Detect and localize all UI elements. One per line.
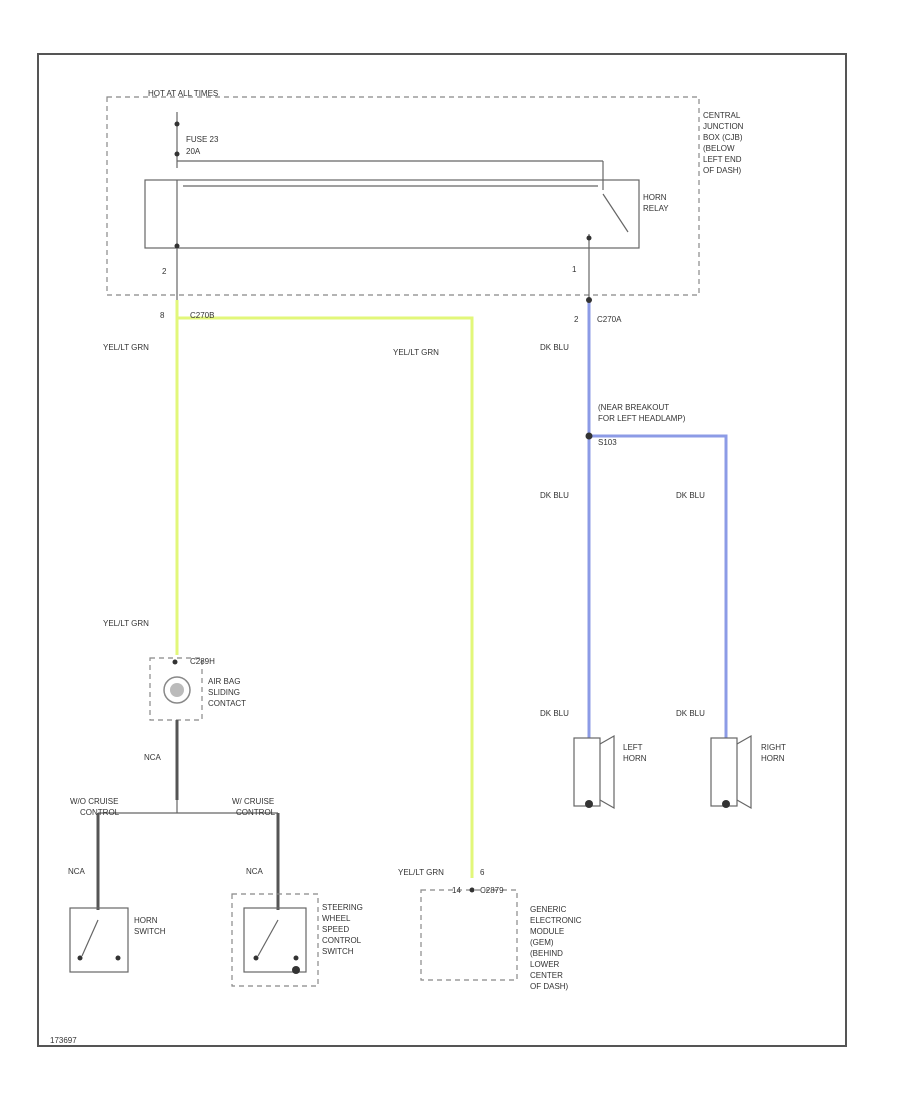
c270a-label: C270A [597, 315, 622, 324]
speed-switch-label-3: SPEED [322, 925, 349, 934]
gem-label-5: (BEHIND [530, 949, 563, 958]
relay-contact-arm [602, 193, 629, 233]
without-cruise-label-2: CONTROL [80, 808, 120, 817]
gem-label-1: GENERIC [530, 905, 567, 914]
wire-label-dk-blu-5: DK BLU [676, 709, 705, 718]
wire-label-yel-lt-grn-2: YEL/LT GRN [393, 348, 439, 357]
horn-switch-label-2: SWITCH [134, 927, 166, 936]
wire-yel-lt-grn-right [177, 316, 474, 878]
air-bag-label-2: SLIDING [208, 688, 240, 697]
wire-label-dk-blu-4: DK BLU [540, 709, 569, 718]
speed-control-switch-inner [243, 907, 307, 973]
left-horn-label-1: LEFT [623, 743, 643, 752]
speed-switch-terminal-left [253, 955, 259, 961]
jb-pin-right: 1 [572, 265, 577, 274]
horn-switch-terminal-right [115, 955, 121, 961]
wire-label-yel-lt-grn-4: YEL/LT GRN [398, 868, 444, 877]
gem-connector-terminal [469, 887, 475, 893]
gem-box [420, 889, 518, 981]
gem-label-3: MODULE [530, 927, 564, 936]
right-horn-label-1: RIGHT [761, 743, 786, 752]
right-horn-ground [722, 800, 730, 808]
horn-relay-box [144, 179, 640, 249]
wire-label-yel-lt-grn-3: YEL/LT GRN [103, 619, 149, 628]
gem-label-6: LOWER [530, 960, 560, 969]
right-horn-bell-icon [736, 734, 752, 810]
junction-box-label-6: OF DASH) [703, 166, 742, 175]
with-cruise-label-1: W/ CRUISE [232, 797, 274, 806]
splice-label-2: FOR LEFT HEADLAMP) [598, 414, 686, 423]
horn-relay-label-1: HORN [643, 193, 667, 202]
wire-label-nca-3: NCA [246, 867, 264, 876]
c270a-pin: 2 [574, 315, 579, 324]
relay-right-terminal [586, 235, 592, 241]
junction-box-label-1: CENTRAL [703, 111, 741, 120]
wire-label-dk-blu-1: DK BLU [540, 343, 569, 352]
junction-box-label-3: BOX (CJB) [703, 133, 743, 142]
jb-pin-left: 2 [162, 267, 167, 276]
gem-label-2: ELECTRONIC [530, 916, 582, 925]
air-bag-contact-inner [170, 683, 184, 697]
figure-id: 173697 [50, 1036, 77, 1045]
left-horn-bell-icon [599, 734, 615, 810]
wire-label-dk-blu-2: DK BLU [540, 491, 569, 500]
fuse-top-terminal [174, 121, 180, 127]
right-horn-body [710, 737, 738, 807]
gem-label-8: OF DASH) [530, 982, 569, 991]
horn-switch-box [69, 907, 129, 973]
central-junction-box [106, 96, 700, 296]
c2899-label: C289H [190, 657, 215, 666]
gem-pin-14: 14 [452, 886, 461, 895]
horn-switch-label-1: HORN [134, 916, 158, 925]
relay-left-terminal [174, 243, 180, 249]
right-horn-label-2: HORN [761, 754, 785, 763]
gem-label-7: CENTER [530, 971, 563, 980]
speed-switch-label-5: SWITCH [322, 947, 354, 956]
air-bag-label-1: AIR BAG [208, 677, 240, 686]
splice-label-1: (NEAR BREAKOUT [598, 403, 669, 412]
c2899-terminal [172, 659, 178, 665]
with-cruise-label-2: CONTROL [236, 808, 276, 817]
air-bag-label-3: CONTACT [208, 699, 246, 708]
c270b-pin: 8 [160, 311, 165, 320]
wire-label-yel-lt-grn-1: YEL/LT GRN [103, 343, 149, 352]
wire-label-dk-blu-3: DK BLU [676, 491, 705, 500]
splice-label-3: S103 [598, 438, 617, 447]
horn-switch-arm [81, 919, 99, 957]
c270b-label: C270B [190, 311, 214, 320]
fuse-label: FUSE 23 [186, 135, 219, 144]
junction-box-label-4: (BELOW [703, 144, 735, 153]
splice-s103 [585, 432, 593, 440]
horn-switch-terminal-left [77, 955, 83, 961]
wire-label-nca-1: NCA [144, 753, 162, 762]
without-cruise-label-1: W/O CRUISE [70, 797, 118, 806]
speed-switch-arm [257, 919, 279, 957]
speed-switch-label-1: STEERING [322, 903, 363, 912]
left-horn-ground [585, 800, 593, 808]
left-horn-label-2: HORN [623, 754, 647, 763]
air-bag-contact-outer [163, 676, 191, 704]
speed-switch-terminal-right [293, 955, 299, 961]
c270a-terminal [586, 297, 592, 303]
horn-relay-label-2: RELAY [643, 204, 669, 213]
wire-dk-blu-right [589, 434, 728, 738]
hot-at-all-times-label: HOT AT ALL TIMES [148, 89, 218, 98]
gem-pin-6: 6 [480, 868, 485, 877]
junction-box-label-2: JUNCTION [703, 122, 744, 131]
fuse-bottom-terminal [174, 151, 180, 157]
diagram-frame [37, 53, 847, 1047]
junction-box-label-5: LEFT END [703, 155, 742, 164]
left-horn-body [573, 737, 601, 807]
gem-label-4: (GEM) [530, 938, 554, 947]
gem-connector-label: C2879 [480, 886, 504, 895]
speed-control-switch-box [231, 893, 319, 987]
speed-switch-ground [292, 966, 300, 974]
wire-label-nca-2: NCA [68, 867, 86, 876]
speed-switch-label-2: WHEEL [322, 914, 351, 923]
fuse-rating: 20A [186, 147, 201, 156]
speed-switch-label-4: CONTROL [322, 936, 362, 945]
